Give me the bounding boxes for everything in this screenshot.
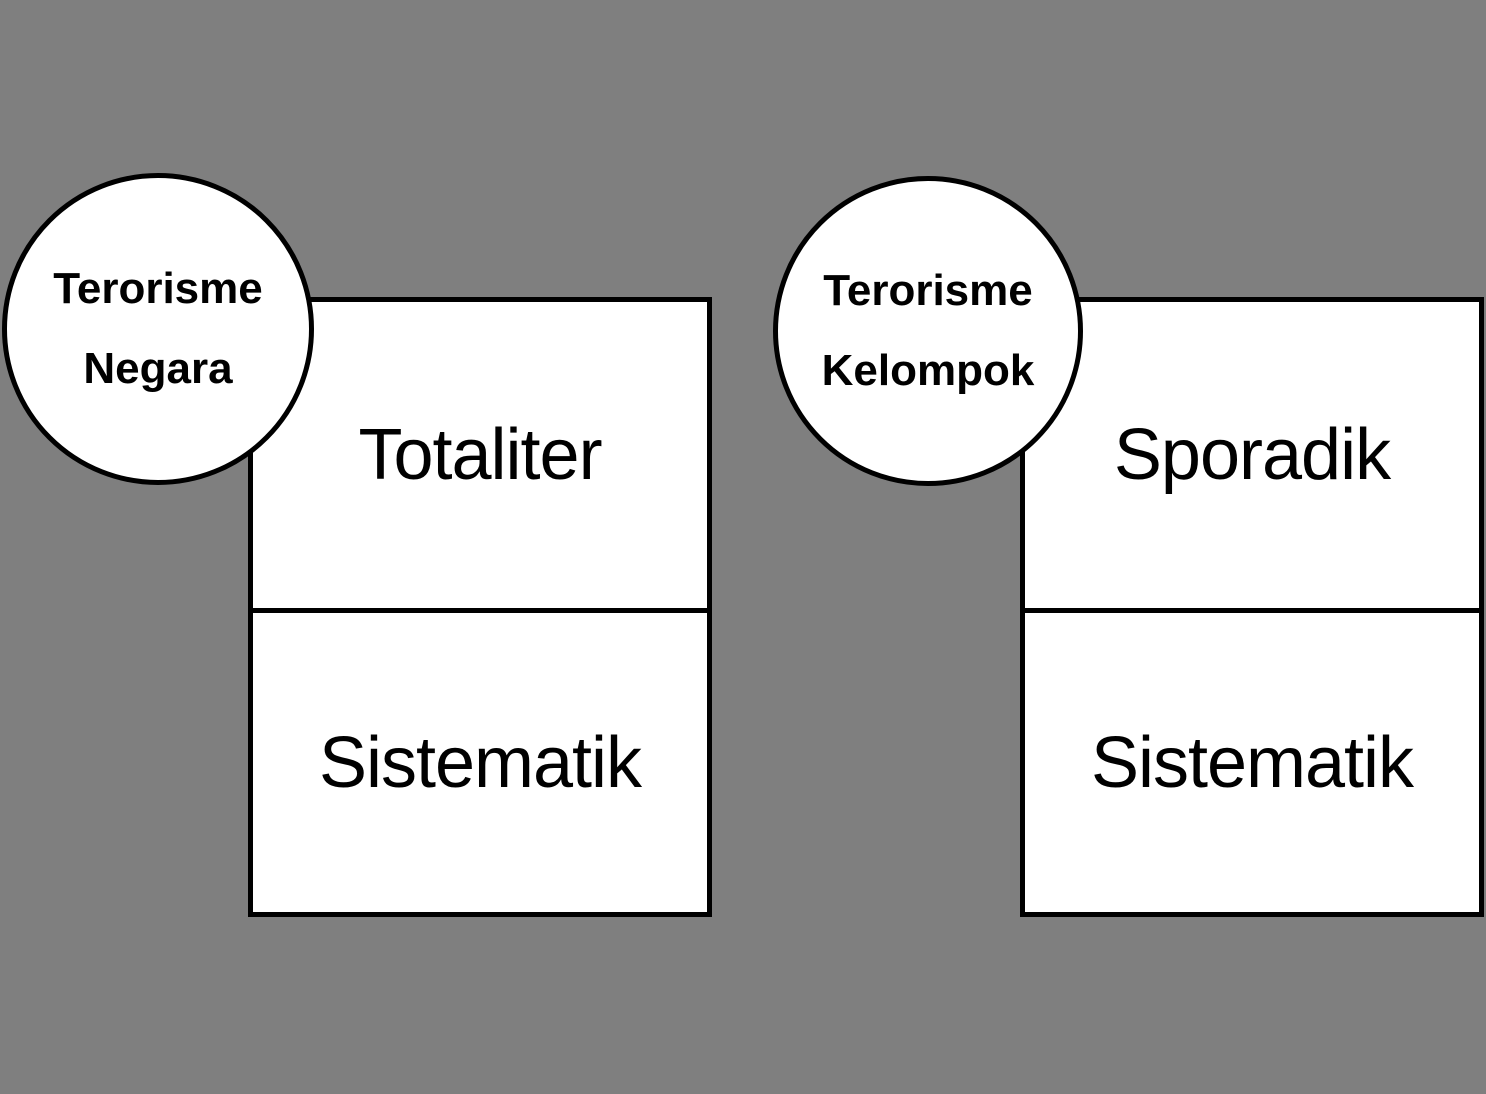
cell-sistematik-negara-label: Sistematik <box>318 722 642 803</box>
cell-sistematik-kelompok: Sistematik <box>1025 613 1479 912</box>
terorisme-negara-circle-line2: Negara <box>83 344 233 393</box>
terorisme-negara-box: Totaliter Sistematik <box>248 297 712 917</box>
cell-totaliter: Totaliter <box>253 302 707 613</box>
cell-totaliter-label: Totaliter <box>358 415 602 495</box>
cell-sistematik-negara: Sistematik <box>253 613 707 912</box>
cell-sistematik-kelompok-label: Sistematik <box>1090 722 1414 803</box>
terorisme-kelompok-box: Sporadik Sistematik <box>1020 297 1484 917</box>
terorisme-kelompok-circle-line1: Terorisme <box>823 266 1033 315</box>
terorisme-kelompok-circle: Terorisme Kelompok <box>773 176 1083 486</box>
cell-sporadik-label: Sporadik <box>1113 415 1391 495</box>
cell-sporadik: Sporadik <box>1025 302 1479 613</box>
terorisme-negara-circle-line1: Terorisme <box>53 264 263 313</box>
terorisme-kelompok-circle-line2: Kelompok <box>821 346 1035 395</box>
terorisme-negara-circle: Terorisme Negara <box>2 173 314 485</box>
